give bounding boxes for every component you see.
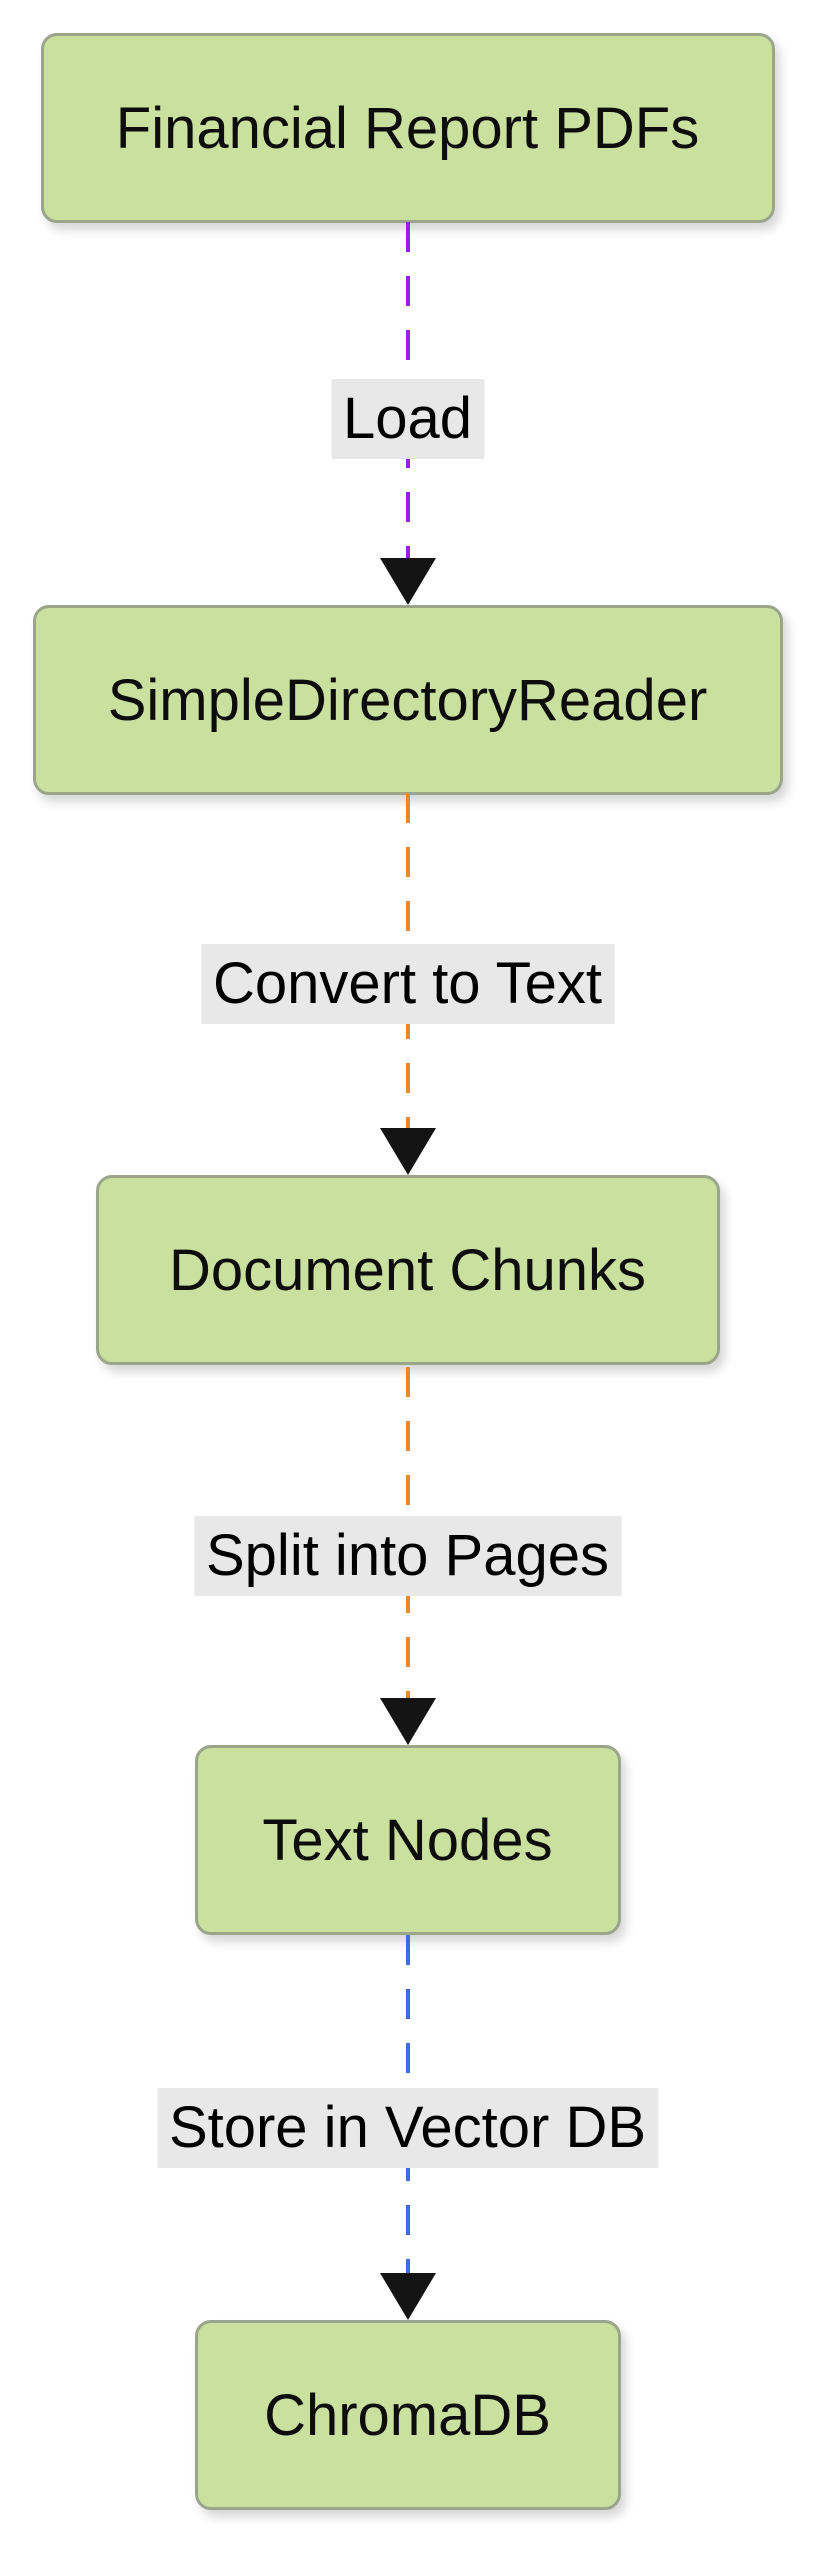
arrowhead-icon (379, 2273, 436, 2320)
edge-label-load: Load (330, 379, 485, 459)
edge-label-store-in-vector-db: Store in Vector DB (156, 2088, 659, 2168)
arrowhead-icon (379, 558, 436, 605)
node-label: Financial Report PDFs (115, 95, 700, 161)
node-document-chunks: Document Chunks (95, 1175, 720, 1365)
edge-label-split-into-pages: Split into Pages (193, 1516, 622, 1596)
node-label: Document Chunks (168, 1237, 647, 1303)
node-label: ChromaDB (264, 2382, 551, 2448)
node-text-nodes: Text Nodes (194, 1745, 621, 1935)
arrowhead-icon (379, 1698, 436, 1745)
node-label: Text Nodes (262, 1807, 553, 1873)
node-chromadb: ChromaDB (194, 2320, 621, 2510)
node-financial-report-pdfs: Financial Report PDFs (40, 33, 775, 223)
node-simpledirectoryreader: SimpleDirectoryReader (32, 605, 783, 795)
edge-label-convert-to-text: Convert to Text (200, 944, 615, 1024)
node-label: SimpleDirectoryReader (107, 667, 708, 733)
arrowhead-icon (379, 1128, 436, 1175)
